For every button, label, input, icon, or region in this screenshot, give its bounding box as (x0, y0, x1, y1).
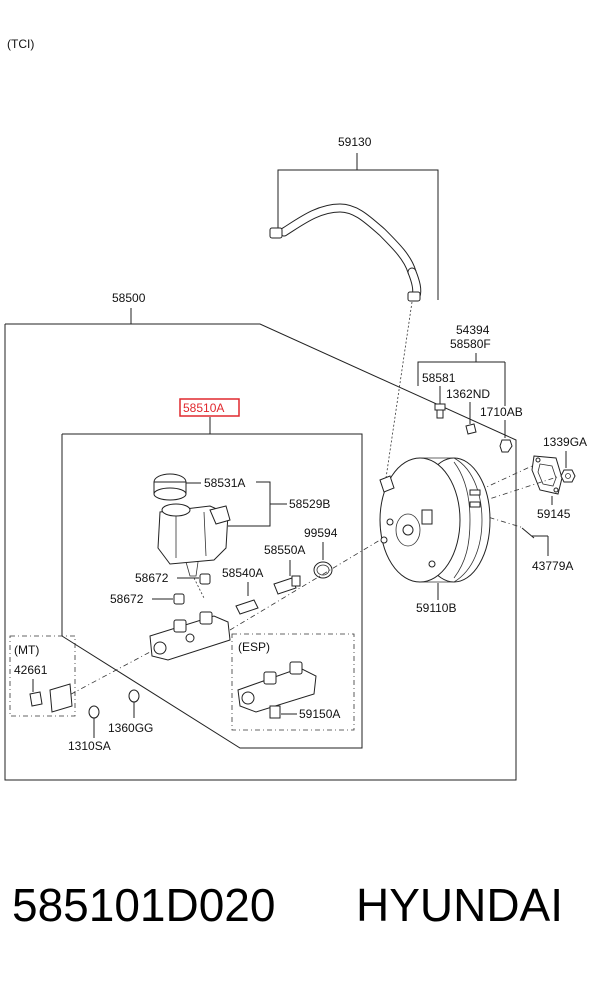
master-cylinder (59, 539, 381, 701)
label-58672-b: 58672 (110, 592, 144, 606)
label-43779A: 43779A (532, 559, 573, 573)
label-58580F: 58580F (450, 337, 491, 351)
label-esp: (ESP) (238, 640, 270, 654)
label-58672-a: 58672 (135, 571, 169, 585)
seals-and-sensors: 99594 58550A 58540A 58672 58672 (110, 526, 338, 615)
mt-box: (MT) 42661 (9, 635, 76, 717)
flange-fasteners: 54394 58580F 58581 1362ND 1710AB 1339GA … (417, 323, 587, 573)
label-99594: 99594 (304, 526, 338, 540)
label-58531A: 58531A (204, 476, 245, 490)
esp-box: (ESP) 59150A (231, 633, 355, 731)
label-58550A: 58550A (264, 543, 305, 557)
footer-brand: HYUNDAI (356, 879, 564, 931)
label-58510A: 58510A (183, 401, 224, 415)
label-54394: 54394 (456, 323, 490, 337)
label-59145: 59145 (537, 507, 571, 521)
label-1310SA: 1310SA (68, 739, 111, 753)
label-58529B: 58529B (289, 497, 330, 511)
fluid-reservoir: 58531A 58529B (153, 473, 330, 599)
label-1339GA: 1339GA (543, 435, 587, 449)
label-58540A: 58540A (222, 566, 263, 580)
label-58581: 58581 (422, 371, 456, 385)
label-59130: 59130 (338, 135, 372, 149)
vacuum-hose-59130: 59130 (269, 135, 439, 479)
mount-fasteners: 1310SA 1360GG (68, 689, 153, 753)
label-58500: 58500 (112, 291, 146, 305)
footer-part-number: 585101D020 (12, 879, 276, 931)
assembly-box-58500: 58500 (4, 291, 517, 781)
highlight-58510A (179, 398, 240, 417)
label-1710AB: 1710AB (480, 405, 523, 419)
label-59150A: 59150A (299, 707, 340, 721)
label-1362ND: 1362ND (446, 387, 490, 401)
label-59110B: 59110B (416, 601, 456, 615)
label-mt: (MT) (14, 643, 39, 657)
brake-booster-59110B: 59110B (379, 457, 491, 615)
variant-label: (TCI) (7, 37, 34, 51)
label-1360GG: 1360GG (108, 721, 153, 735)
master-cylinder-box: 58510A (61, 398, 363, 749)
label-42661: 42661 (14, 663, 48, 677)
